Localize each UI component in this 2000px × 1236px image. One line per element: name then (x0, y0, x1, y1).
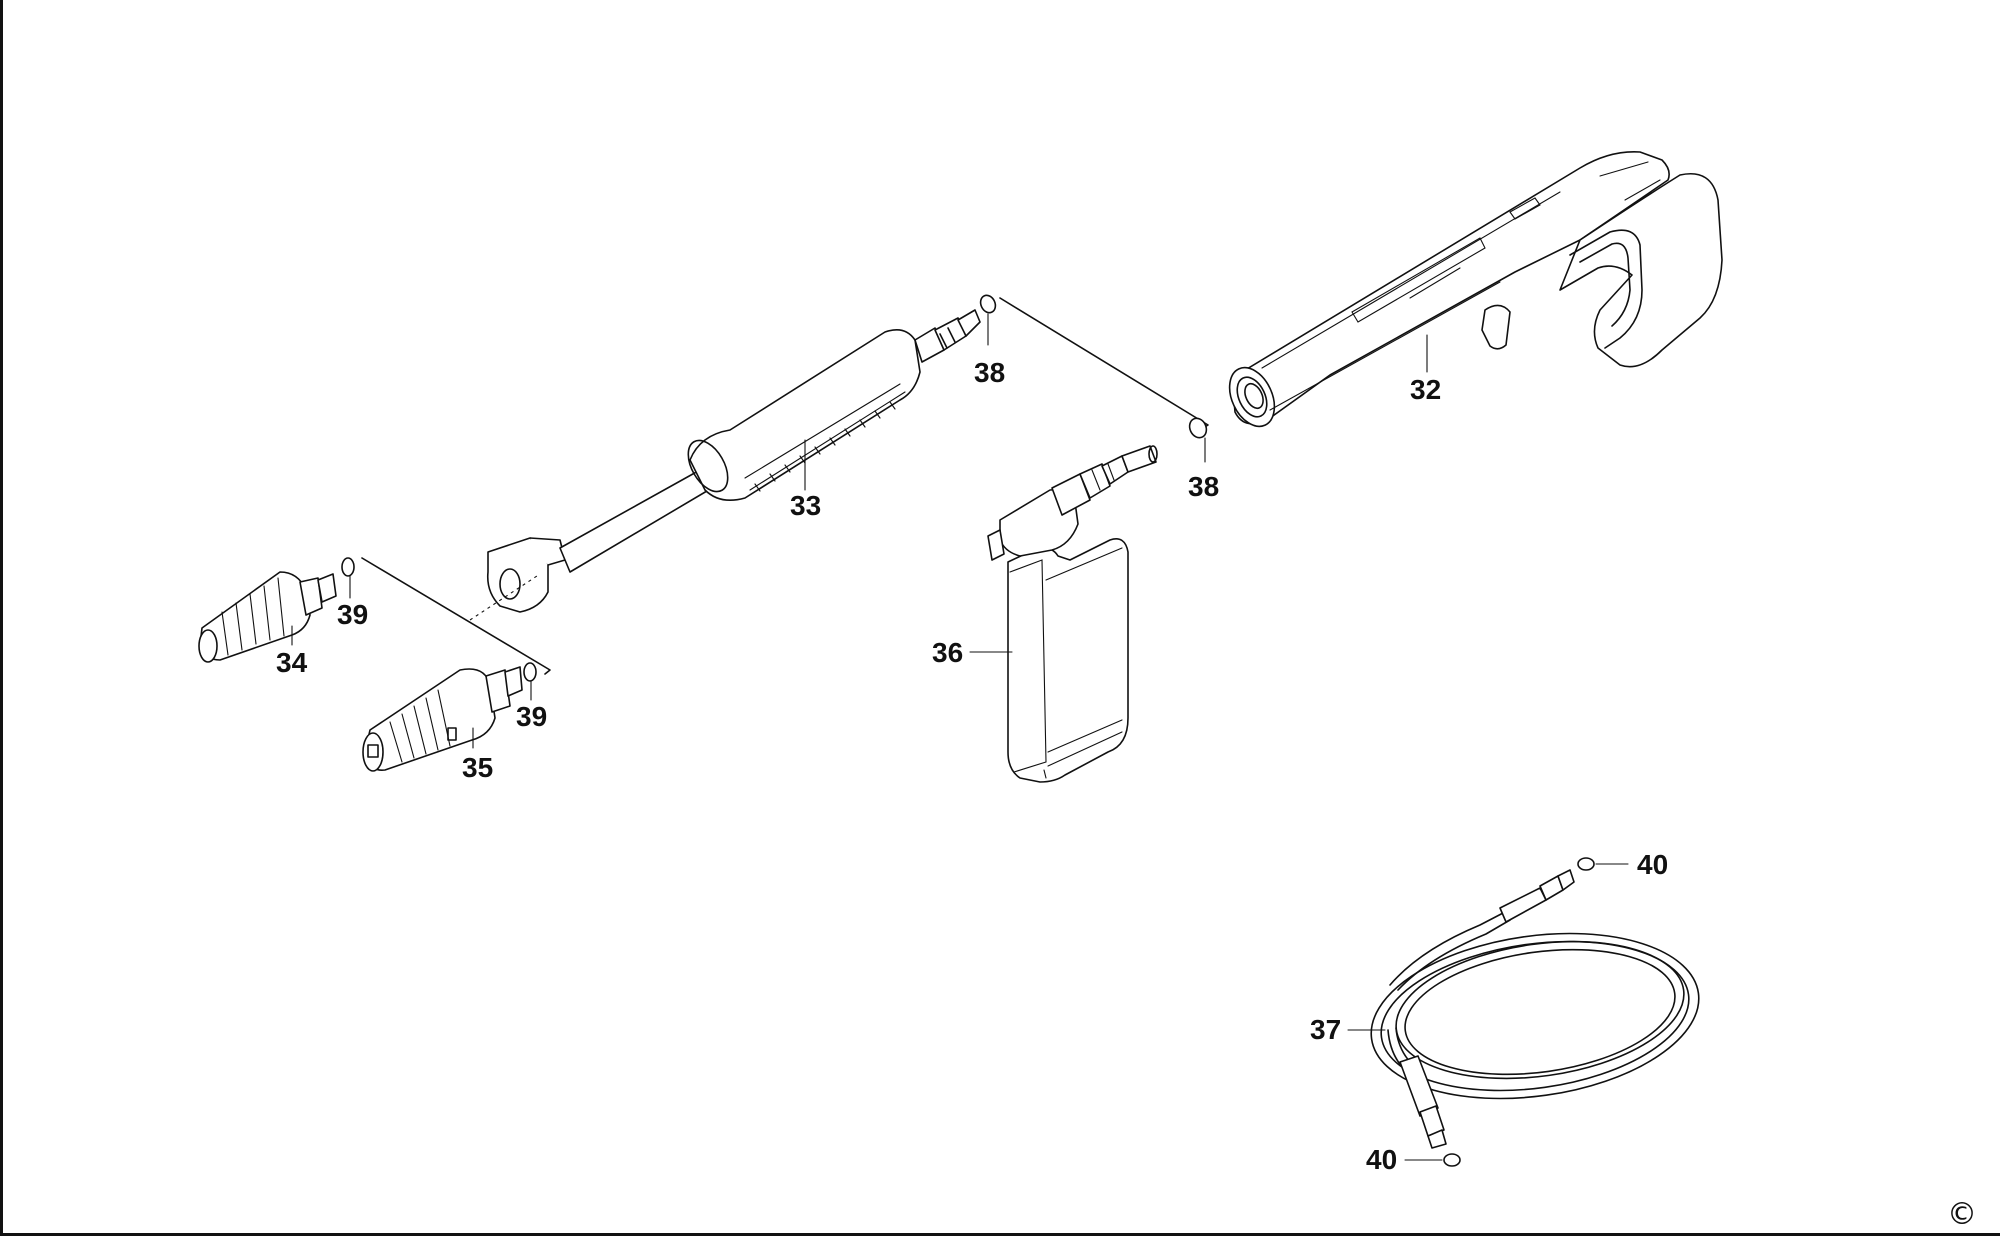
hose-part-37 (1370, 869, 1700, 1149)
callout-39-top: 39 (337, 599, 368, 630)
rotary-nozzle-part-34 (198, 571, 337, 663)
callout-35: 35 (462, 752, 493, 783)
o-ring-38-gun (1188, 417, 1208, 439)
callout-32: 32 (1410, 374, 1441, 405)
spray-gun-part-32 (1228, 151, 1723, 428)
copyright-mark: © (1947, 1197, 1977, 1232)
o-ring-40-top (1577, 857, 1595, 871)
assembly-line-lance-gun (999, 297, 1209, 431)
callout-39-bottom: 39 (516, 701, 547, 732)
callout-33: 33 (790, 490, 821, 521)
callout-38-top: 38 (974, 357, 1005, 388)
detergent-bottle-part-36 (987, 445, 1158, 783)
o-ring-39-bottom (523, 662, 537, 682)
o-ring-39-top (341, 557, 355, 577)
callout-37: 37 (1310, 1014, 1341, 1045)
lance-part-33 (486, 309, 981, 613)
callout-34: 34 (276, 647, 308, 678)
o-ring-40-bottom (1443, 1153, 1461, 1167)
callout-38-gun: 38 (1188, 471, 1219, 502)
assembly-line-nozzle (361, 557, 551, 675)
o-ring-38-top (979, 294, 997, 314)
callout-36: 36 (932, 637, 963, 668)
callout-40-top: 40 (1637, 849, 1668, 880)
callout-40-bottom: 40 (1366, 1144, 1397, 1175)
adjustable-nozzle-part-35 (362, 666, 523, 772)
